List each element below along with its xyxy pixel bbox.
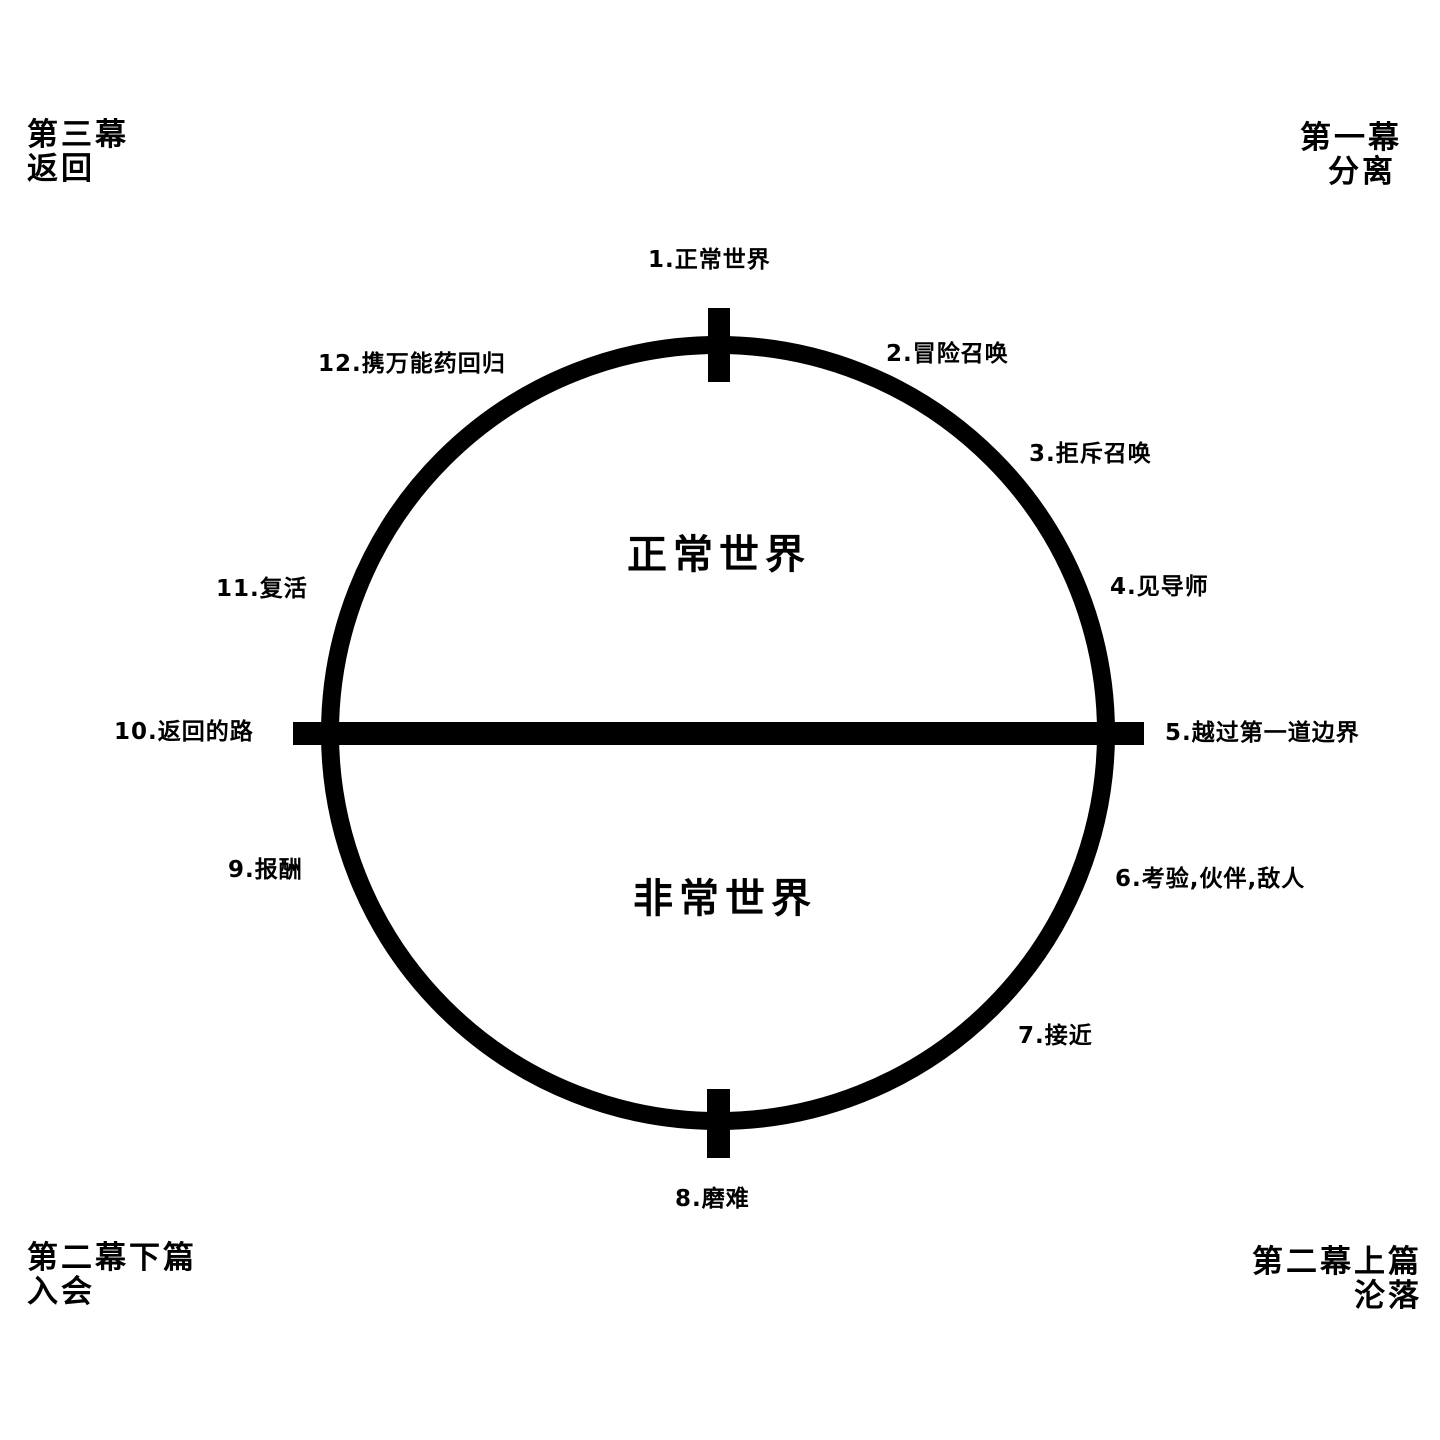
act-label-bottom-left: 第二幕下篇 入会 bbox=[27, 1241, 197, 1309]
stage-label-10: 10.返回的路 bbox=[114, 719, 254, 745]
act-subtitle: 入会 bbox=[27, 1274, 95, 1310]
world-label-special: 非常世界 bbox=[633, 876, 817, 922]
bottom-tick bbox=[707, 1089, 730, 1158]
stage-label-9: 9.报酬 bbox=[228, 857, 303, 883]
act-title: 第三幕 bbox=[27, 117, 129, 153]
act-label-top-right: 第一幕 分离 bbox=[1300, 121, 1402, 189]
act-title: 第二幕下篇 bbox=[27, 1240, 197, 1276]
threshold-bar bbox=[293, 722, 1144, 745]
stage-label-12: 12.携万能药回归 bbox=[318, 351, 506, 377]
world-label-ordinary: 正常世界 bbox=[627, 532, 811, 578]
act-label-top-left: 第三幕 返回 bbox=[27, 118, 129, 186]
act-title: 第二幕上篇 bbox=[1252, 1244, 1422, 1280]
stage-label-4: 4.见导师 bbox=[1110, 574, 1209, 600]
act-subtitle: 沦落 bbox=[1354, 1278, 1422, 1314]
stage-label-8: 8.磨难 bbox=[675, 1186, 750, 1212]
act-title: 第一幕 bbox=[1300, 120, 1402, 156]
stage-label-11: 11.复活 bbox=[216, 576, 308, 602]
stage-label-2: 2.冒险召唤 bbox=[886, 341, 1009, 367]
stage-label-5: 5.越过第一道边界 bbox=[1165, 720, 1360, 746]
stage-label-3: 3.拒斥召唤 bbox=[1029, 441, 1152, 467]
stage-label-1: 1.正常世界 bbox=[648, 247, 771, 273]
act-label-bottom-right: 第二幕上篇 沦落 bbox=[1252, 1245, 1422, 1313]
act-subtitle: 分离 bbox=[1328, 154, 1396, 190]
stage-label-7: 7.接近 bbox=[1018, 1023, 1093, 1049]
stage-label-6: 6.考验,伙伴,敌人 bbox=[1115, 866, 1306, 892]
act-subtitle: 返回 bbox=[27, 151, 95, 187]
top-tick bbox=[708, 308, 730, 382]
